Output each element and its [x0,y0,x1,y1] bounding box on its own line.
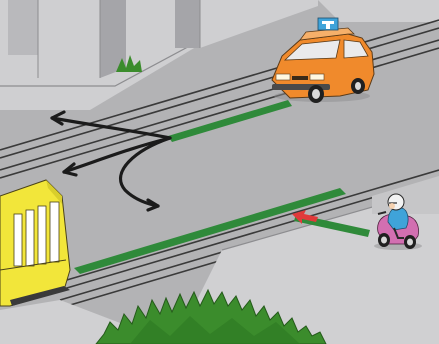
tram-icon [0,180,70,306]
